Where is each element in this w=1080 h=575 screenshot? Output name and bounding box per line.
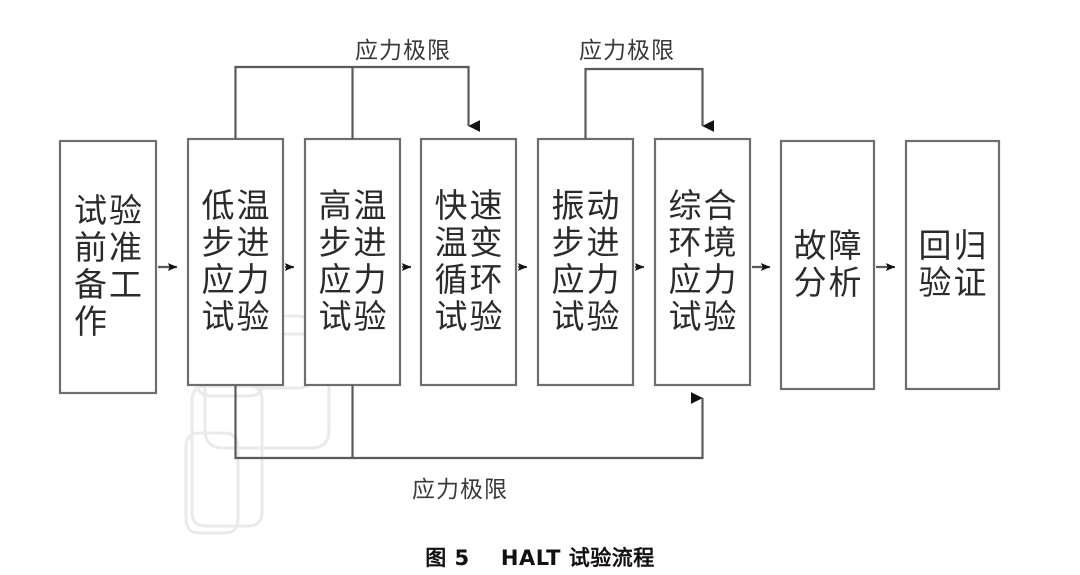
loop-label-top-left: 应力极限 — [355, 38, 451, 64]
loop-top-right-path — [584, 67, 714, 139]
loop-label-top-right: 应力极限 — [579, 38, 675, 64]
node-box-low-temp[interactable] — [186, 137, 285, 387]
loop-label-bottom: 应力极限 — [412, 477, 508, 503]
feedback-loop-bottom — [234, 385, 704, 460]
loop-bottom-path — [234, 385, 704, 460]
node-box-temp-cycle[interactable] — [419, 137, 518, 387]
node-box-high-temp[interactable] — [303, 137, 402, 387]
node-box-failure[interactable] — [779, 139, 876, 391]
node-boxes — [58, 137, 1001, 395]
node-box-regression[interactable] — [904, 139, 1001, 391]
node-box-prep[interactable] — [58, 139, 158, 395]
node-box-combined[interactable] — [653, 137, 752, 387]
figure-caption: 图 5 HALT 试验流程 — [425, 546, 655, 570]
feedback-loop-top-left — [234, 65, 480, 139]
node-box-vibration[interactable] — [536, 137, 635, 387]
feedback-loop-top-right — [584, 67, 714, 139]
